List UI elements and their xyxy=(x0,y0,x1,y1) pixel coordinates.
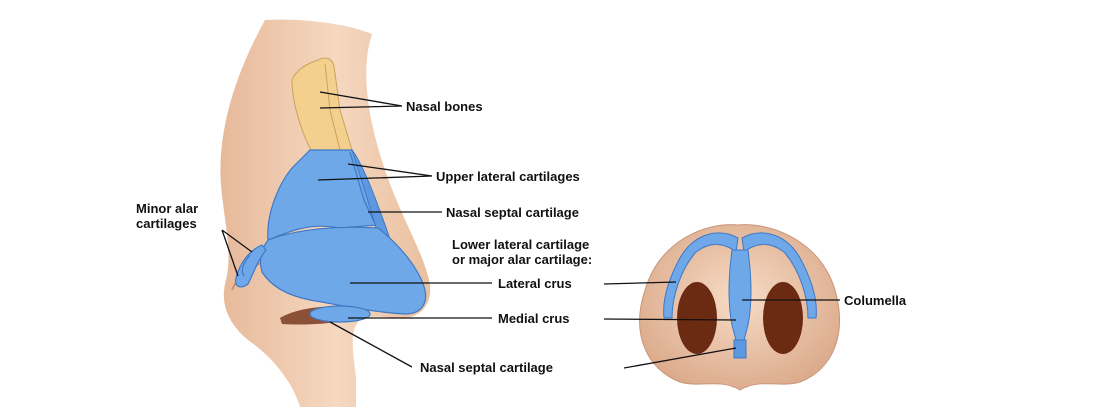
label-lower-lateral-line1: Lower lateral cartilage xyxy=(452,237,590,252)
leader-septal-lower xyxy=(329,321,413,368)
left-nostril xyxy=(677,282,717,354)
leader-nasal-bones xyxy=(319,91,403,109)
label-upper-lateral-cartilages: Upper lateral cartilages xyxy=(436,169,580,184)
label-medial-crus: Medial crus xyxy=(498,311,570,326)
minor-alar-cartilage-shape xyxy=(235,244,267,288)
label-lateral-crus: Lateral crus xyxy=(498,276,572,291)
base-view-nose xyxy=(639,224,840,391)
label-nasal-septal-cartilage-upper: Nasal septal cartilage xyxy=(446,205,579,220)
minor-alar-cartilage-shape-2 xyxy=(241,254,251,277)
lateral-crus-shape xyxy=(259,226,427,315)
label-minor-alar-line1: Minor alar xyxy=(136,201,199,216)
bone-edge xyxy=(324,63,341,151)
label-columella: Columella xyxy=(844,293,907,308)
nasal-bones-shape xyxy=(291,57,353,153)
base-septal-cartilage xyxy=(733,339,747,359)
leader-minor-alar xyxy=(221,229,253,277)
side-view-nose xyxy=(220,19,431,407)
leader-upper-lateral xyxy=(317,163,433,181)
medial-crus-shape xyxy=(309,305,371,323)
leader-lines xyxy=(221,91,840,369)
label-minor-alar-line2: cartilages xyxy=(136,216,197,231)
base-lateral-crus-left xyxy=(663,232,739,319)
label-nasal-septal-cartilage-lower: Nasal septal cartilage xyxy=(420,360,553,375)
base-lateral-crus-right xyxy=(741,232,817,319)
leader-medial-crus-base xyxy=(603,318,737,321)
leader-lateral-crus-base xyxy=(603,281,677,285)
label-lower-lateral-line2: or major alar cartilage: xyxy=(452,252,593,267)
label-nasal-bones: Nasal bones xyxy=(406,99,483,114)
base-medial-crura xyxy=(728,249,752,341)
ulc-edge xyxy=(349,151,377,227)
right-nostril xyxy=(763,282,803,354)
leader-septal-base xyxy=(623,347,737,369)
